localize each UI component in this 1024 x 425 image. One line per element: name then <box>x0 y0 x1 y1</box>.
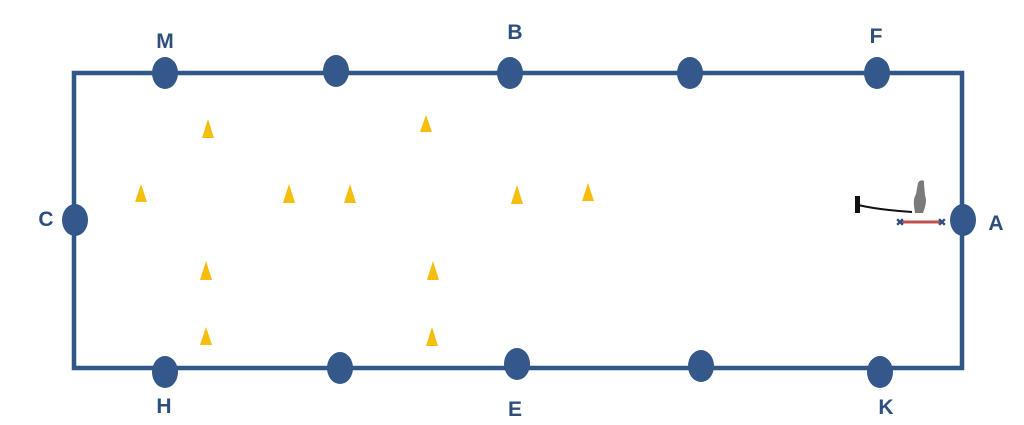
arena-border <box>71 70 965 371</box>
cone-icon <box>420 115 432 132</box>
letter-c: C <box>38 208 53 231</box>
cone-icon <box>427 261 439 280</box>
ground-pole-icon: ✖ ✖ <box>895 216 946 229</box>
pole-end-right: ✖ <box>937 216 946 229</box>
cone-icon <box>202 119 214 138</box>
cone-group <box>135 115 594 346</box>
whip-handle <box>855 196 860 213</box>
cone-icon <box>283 184 295 203</box>
marker-bottom-2 <box>327 352 353 384</box>
marker-b <box>497 57 523 89</box>
marker-m <box>152 57 178 89</box>
marker-a <box>950 204 976 236</box>
cone-icon <box>582 183 594 201</box>
letter-k: K <box>878 396 893 419</box>
letter-a: A <box>988 212 1003 235</box>
cone-icon <box>426 327 438 346</box>
marker-k <box>867 356 893 388</box>
pole-end-left: ✖ <box>895 216 904 229</box>
letter-h: H <box>156 395 171 418</box>
marker-h <box>152 356 178 388</box>
letter-m: M <box>156 30 174 53</box>
letter-e: E <box>508 398 522 421</box>
whip-line <box>857 204 913 213</box>
marker-top-4 <box>677 57 703 89</box>
horse-icon <box>913 180 926 213</box>
letter-f: F <box>870 25 883 48</box>
whip-icon <box>855 196 913 213</box>
horse-body <box>913 180 926 213</box>
marker-c <box>62 204 88 236</box>
marker-f <box>864 57 890 89</box>
marker-top-2 <box>323 55 349 87</box>
cone-icon <box>200 327 212 345</box>
cone-icon <box>344 184 356 203</box>
marker-e <box>504 348 530 380</box>
cone-icon <box>200 261 212 280</box>
cone-icon <box>511 185 523 204</box>
cone-icon <box>135 184 147 202</box>
horse-head <box>918 180 924 187</box>
marker-bottom-4 <box>688 350 714 382</box>
letter-b: B <box>507 21 522 44</box>
